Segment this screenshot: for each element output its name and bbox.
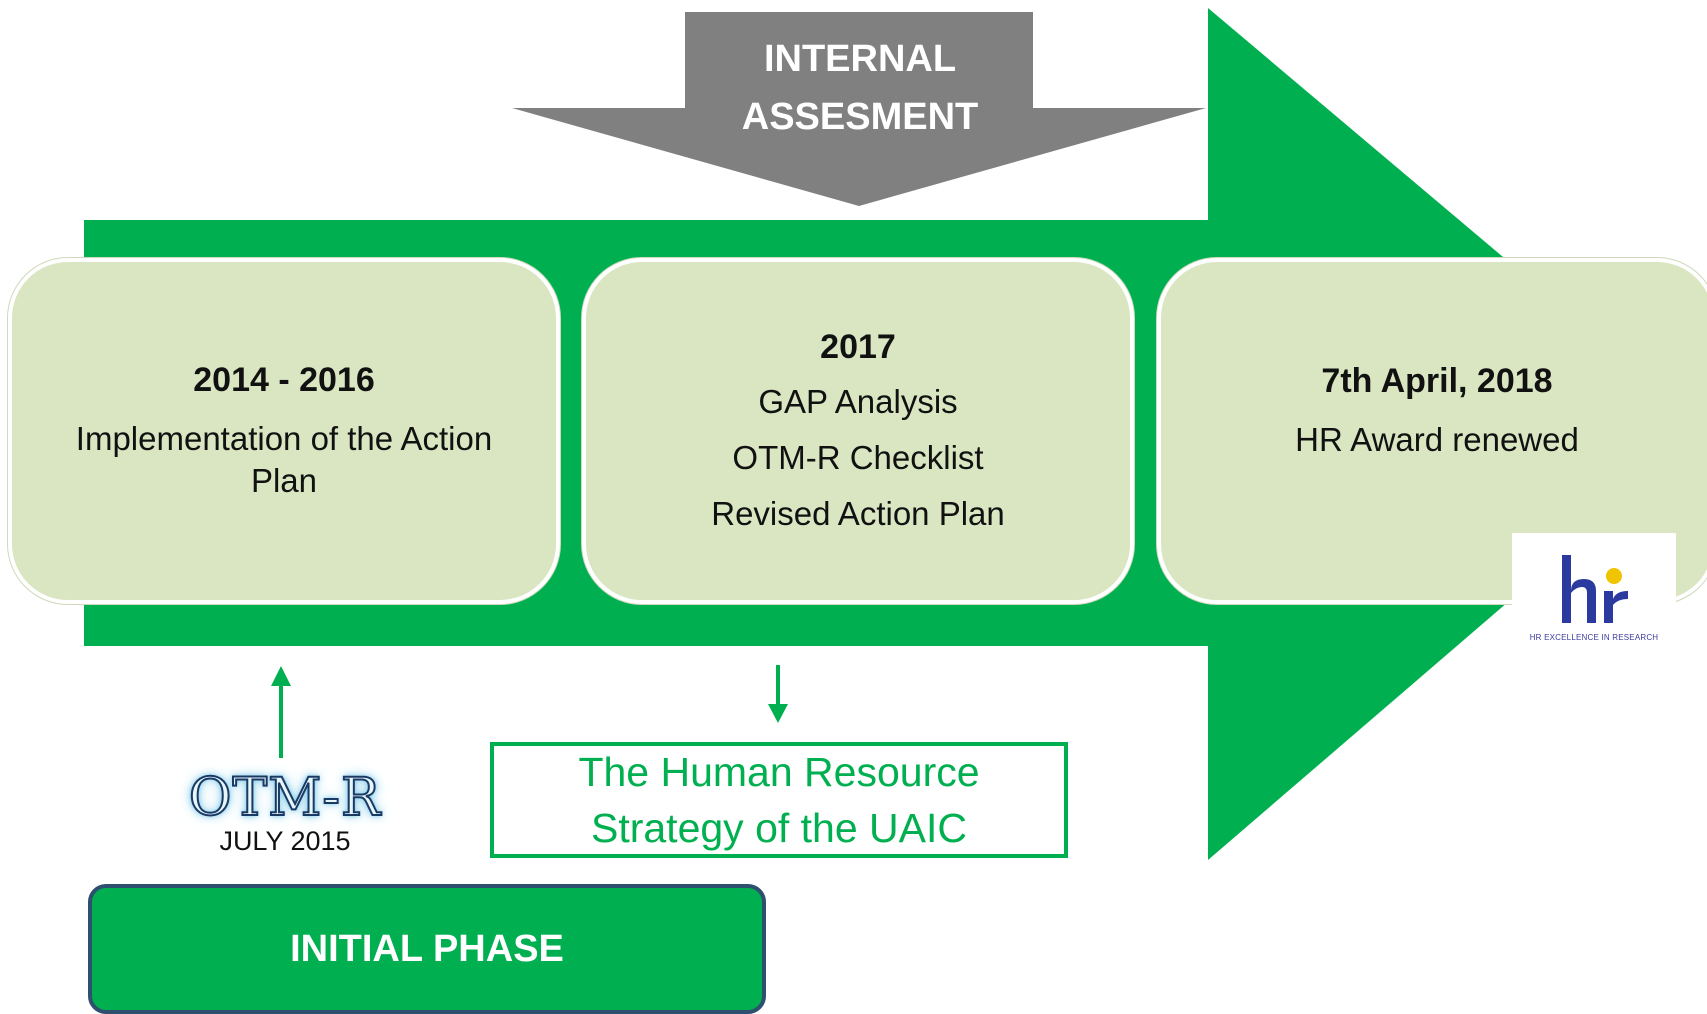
assessment-line-1: INTERNAL xyxy=(763,38,957,80)
internal-assessment-arrow xyxy=(512,12,1206,206)
hr-strategy-box: The Human Resource Strategy of the UAIC xyxy=(490,742,1068,858)
hr-logo-icon xyxy=(1562,555,1628,623)
card-text-otmr-checklist: OTM-R Checklist xyxy=(732,438,984,476)
card-text: HR Award renewed xyxy=(1295,420,1579,458)
timeline-card-2017: 2017 GAP Analysis OTM-R Checklist Revise… xyxy=(582,258,1134,604)
initial-phase-box: INITIAL PHASE xyxy=(88,884,766,1014)
initial-phase-label: INITIAL PHASE xyxy=(290,927,564,970)
card-text-revised-action-plan: Revised Action Plan xyxy=(711,494,1005,532)
strategy-line-2: Strategy of the UAIC xyxy=(590,805,967,851)
strategy-down-arrow xyxy=(768,665,788,723)
internal-assessment-label: INTERNAL ASSESMENT xyxy=(690,30,1030,146)
assessment-line-2: ASSESMENT xyxy=(741,96,979,138)
timeline-card-2014-2016: 2014 - 2016 Implementation of the Action… xyxy=(8,258,560,604)
strategy-line-1: The Human Resource xyxy=(578,749,980,795)
hr-excellence-logo: HR EXCELLENCE IN RESEARCH xyxy=(1512,533,1676,669)
card-year: 2017 xyxy=(820,327,896,366)
hr-logo-caption: HR EXCELLENCE IN RESEARCH xyxy=(1529,633,1659,642)
card-text: Implementation of the Action Plan xyxy=(75,419,493,499)
card-text-gap-analysis: GAP Analysis xyxy=(758,382,958,420)
otmr-up-arrow xyxy=(271,666,291,758)
card-year: 2014 - 2016 xyxy=(193,360,375,399)
otmr-date: JULY 2015 xyxy=(219,826,351,856)
card-year: 7th April, 2018 xyxy=(1321,361,1553,400)
otmr-logo: OTM-R xyxy=(188,768,382,828)
